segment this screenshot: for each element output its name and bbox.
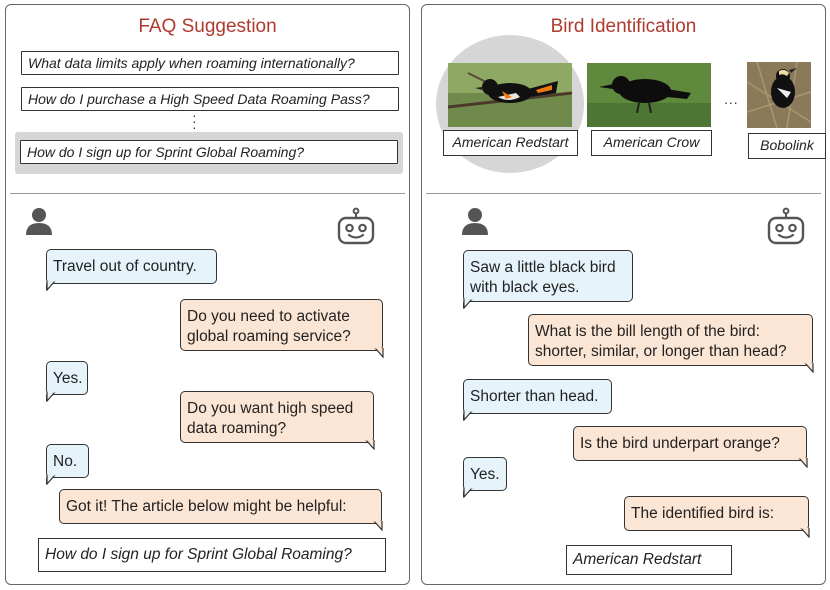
user-bubble-tail bbox=[45, 392, 55, 402]
message-text: shorter, similar, or longer than head? bbox=[535, 343, 787, 360]
bot-message: What is the bill length of the bird: sho… bbox=[528, 314, 814, 373]
user-bubble-tail bbox=[462, 411, 472, 421]
user-icon bbox=[462, 208, 488, 235]
message-text: No. bbox=[53, 453, 78, 470]
message-text: Shorter than head. bbox=[470, 388, 599, 405]
more-candidates-ellipsis: ... bbox=[724, 91, 739, 107]
bot-bubble-tail bbox=[798, 458, 808, 468]
american-redstart-image bbox=[448, 63, 572, 127]
bot-message: Is the bird underpart orange? bbox=[573, 426, 808, 468]
bot-message: Do you want high speed data roaming? bbox=[180, 391, 375, 450]
answer-article[interactable]: How do I sign up for Sprint Global Roami… bbox=[38, 538, 386, 572]
message-text: Yes. bbox=[53, 370, 83, 387]
bot-message: Got it! The article below might be helpf… bbox=[59, 489, 383, 531]
message-text: Yes. bbox=[470, 466, 500, 483]
bot-bubble-tail bbox=[374, 348, 384, 358]
user-bubble-tail bbox=[45, 475, 55, 485]
bot-bubble-tail bbox=[365, 440, 375, 450]
message-text: global roaming service? bbox=[187, 328, 351, 345]
user-bubble-tail bbox=[462, 299, 472, 309]
user-message: Saw a little black bird with black eyes. bbox=[462, 250, 633, 309]
more-suggestions-dots: ··· bbox=[192, 107, 197, 135]
user-message: Yes. bbox=[45, 361, 88, 402]
message-text: Saw a little black bird bbox=[470, 259, 616, 276]
bobolink-image bbox=[747, 62, 811, 128]
user-message: Shorter than head. bbox=[462, 379, 612, 421]
user-message: No. bbox=[45, 444, 89, 485]
faq-suggestion[interactable]: How do I purchase a High Speed Data Roam… bbox=[21, 87, 399, 111]
message-text: Is the bird underpart orange? bbox=[580, 435, 780, 452]
divider bbox=[426, 193, 821, 194]
message-text: Got it! The article below might be helpf… bbox=[66, 498, 347, 515]
bird-identification-panel: Bird Identification American Redstart Am… bbox=[421, 4, 826, 585]
user-bubble-tail bbox=[462, 488, 472, 498]
bot-message: Do you need to activate global roaming s… bbox=[180, 299, 384, 358]
message-text: data roaming? bbox=[187, 420, 287, 437]
user-icon bbox=[26, 208, 52, 235]
faq-suggestion-panel: FAQ Suggestion What data limits apply wh… bbox=[5, 4, 410, 585]
message-text: with black eyes. bbox=[470, 279, 580, 296]
divider bbox=[10, 193, 405, 194]
user-message: Yes. bbox=[462, 457, 507, 498]
panel-title: FAQ Suggestion bbox=[138, 16, 277, 37]
panel-title: Bird Identification bbox=[550, 16, 697, 37]
bot-bubble-tail bbox=[804, 363, 814, 373]
bird-candidate-label[interactable]: Bobolink bbox=[748, 133, 826, 159]
identified-bird-answer[interactable]: American Redstart bbox=[566, 545, 732, 575]
user-message: Travel out of country. bbox=[45, 249, 217, 291]
bot-bubble-tail bbox=[373, 521, 383, 531]
message-text: Travel out of country. bbox=[53, 258, 197, 275]
message-text: The identified bird is: bbox=[631, 505, 775, 522]
faq-suggestion-selected[interactable]: How do I sign up for Sprint Global Roami… bbox=[20, 140, 398, 164]
message-text: Do you want high speed bbox=[187, 400, 354, 417]
bird-candidate-label[interactable]: American Crow bbox=[591, 130, 712, 156]
faq-suggestion[interactable]: What data limits apply when roaming inte… bbox=[21, 51, 399, 75]
bot-message: The identified bird is: bbox=[624, 496, 810, 538]
message-text: Do you need to activate bbox=[187, 308, 350, 325]
robot-icon bbox=[767, 207, 805, 245]
american-crow-image bbox=[587, 63, 711, 127]
message-text: What is the bill length of the bird: bbox=[535, 323, 760, 340]
bird-candidate-label[interactable]: American Redstart bbox=[443, 130, 578, 156]
bot-bubble-tail bbox=[800, 528, 810, 538]
robot-icon bbox=[337, 207, 375, 245]
user-bubble-tail bbox=[45, 281, 55, 291]
